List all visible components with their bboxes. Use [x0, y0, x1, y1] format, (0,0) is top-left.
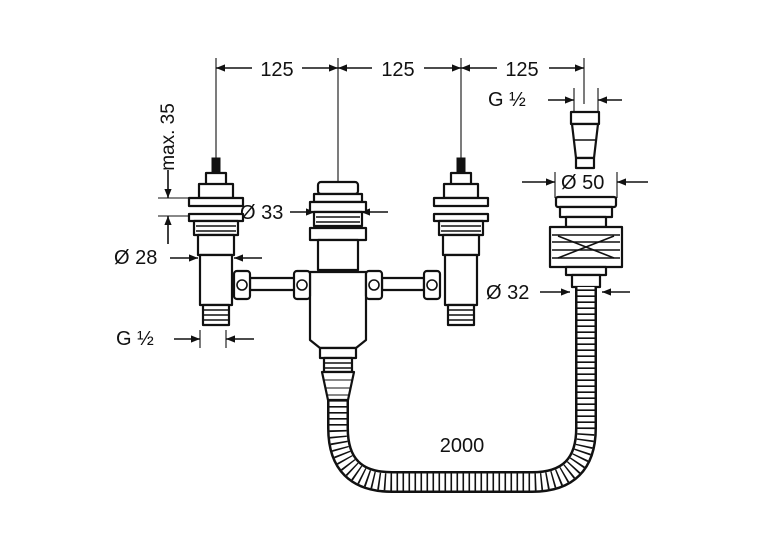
- diameter-50-label: Ø 50: [561, 172, 604, 194]
- hose-corrugation: [329, 287, 595, 491]
- diameter-28-label: Ø 28: [114, 247, 157, 269]
- left-valve: [187, 157, 245, 327]
- spacing-label-2: 125: [381, 59, 414, 81]
- thread-label-left: G ½: [116, 328, 154, 350]
- right-valve: [432, 157, 490, 327]
- thread-left-dimension: [174, 330, 254, 348]
- thread-label-right: G ½: [488, 89, 526, 111]
- spacing-label-3: 125: [505, 59, 538, 81]
- thread-right-dimension: [548, 88, 622, 112]
- diameter-33-label: Ø 33: [240, 202, 283, 224]
- hose-length-label: 2000: [440, 435, 485, 457]
- max-height-label: max. 35: [158, 103, 179, 171]
- diverter-assembly: [548, 110, 624, 289]
- diameter-32-label: Ø 32: [486, 282, 529, 304]
- connecting-pipes: [232, 269, 442, 301]
- spacing-label-1: 125: [260, 59, 293, 81]
- diameter-50-dimension: [522, 172, 648, 198]
- center-valve: [308, 180, 368, 402]
- top-dimension-lines: [215, 58, 585, 182]
